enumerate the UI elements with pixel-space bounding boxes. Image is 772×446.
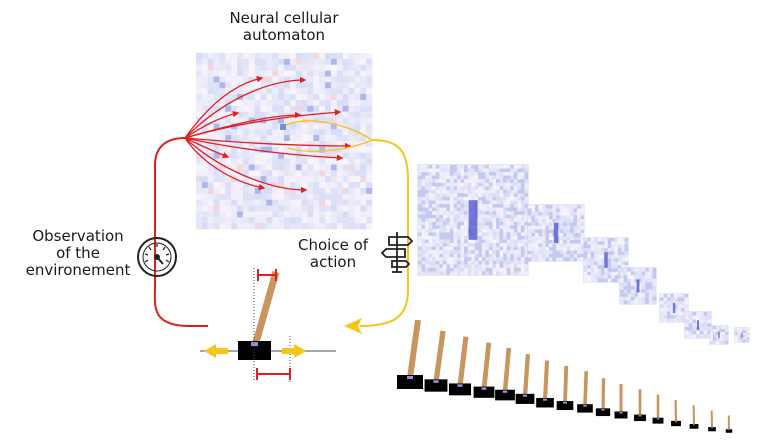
cartpole-frame xyxy=(595,378,611,417)
nca-state-panel xyxy=(709,325,729,345)
observation-label: Observation of the environement xyxy=(18,228,138,279)
cartpole-pole xyxy=(251,271,280,347)
action-flow-arrowhead xyxy=(344,318,362,334)
choice-label-line-1: Choice of xyxy=(298,236,369,254)
nca-state-panel xyxy=(417,164,529,276)
nca-state-panel xyxy=(619,267,657,305)
choice-label: Choice of action xyxy=(298,237,368,271)
arrow-left-icon xyxy=(204,344,228,358)
cartpole-frame xyxy=(652,394,664,424)
cartpole-frame xyxy=(671,399,681,427)
observation-label-line-3: environement xyxy=(25,261,131,279)
gauge-icon xyxy=(137,237,177,277)
nca-title-line-2: automaton xyxy=(242,26,326,44)
cartpole-frame xyxy=(448,336,472,396)
cartpole-frame xyxy=(725,415,733,433)
cartpole-sequence xyxy=(397,319,733,433)
cartpole-frame xyxy=(515,354,535,404)
signpost-icon xyxy=(380,232,414,273)
observation-label-line-2: of the xyxy=(56,244,100,262)
cartpole-frame xyxy=(536,360,554,408)
nca-title-line-1: Neural cellular xyxy=(229,9,339,27)
nca-state-panel xyxy=(734,327,750,343)
cartpole-frame xyxy=(495,347,515,401)
cartpole-main xyxy=(200,268,336,382)
nca-state-cascade xyxy=(417,164,750,345)
nca-state-panel xyxy=(527,204,585,262)
cartpole-frame xyxy=(577,371,593,413)
observation-fan xyxy=(184,75,352,194)
nca-title: Neural cellular automaton xyxy=(196,10,372,44)
position-measure-bar xyxy=(256,368,291,380)
cartpole-frame xyxy=(473,342,495,398)
cartpole-frame xyxy=(614,384,628,419)
cartpole-frame xyxy=(708,410,716,432)
cartpole-frame xyxy=(634,389,646,422)
cartpole-cart xyxy=(238,341,271,360)
nca-state-panel xyxy=(684,311,712,339)
cartpole-frame xyxy=(689,405,699,429)
observation-label-line-1: Observation xyxy=(32,227,124,245)
choice-label-line-2: action xyxy=(309,253,357,271)
action-flow xyxy=(285,120,409,327)
observation-flow-line xyxy=(153,137,208,327)
angle-measure-bar xyxy=(257,269,277,281)
nca-state-panel xyxy=(659,293,689,323)
arrow-right-icon xyxy=(282,344,306,358)
cartpole-frame xyxy=(556,365,574,411)
cartpole-frame xyxy=(424,330,448,392)
cartpole-frame xyxy=(397,319,423,389)
